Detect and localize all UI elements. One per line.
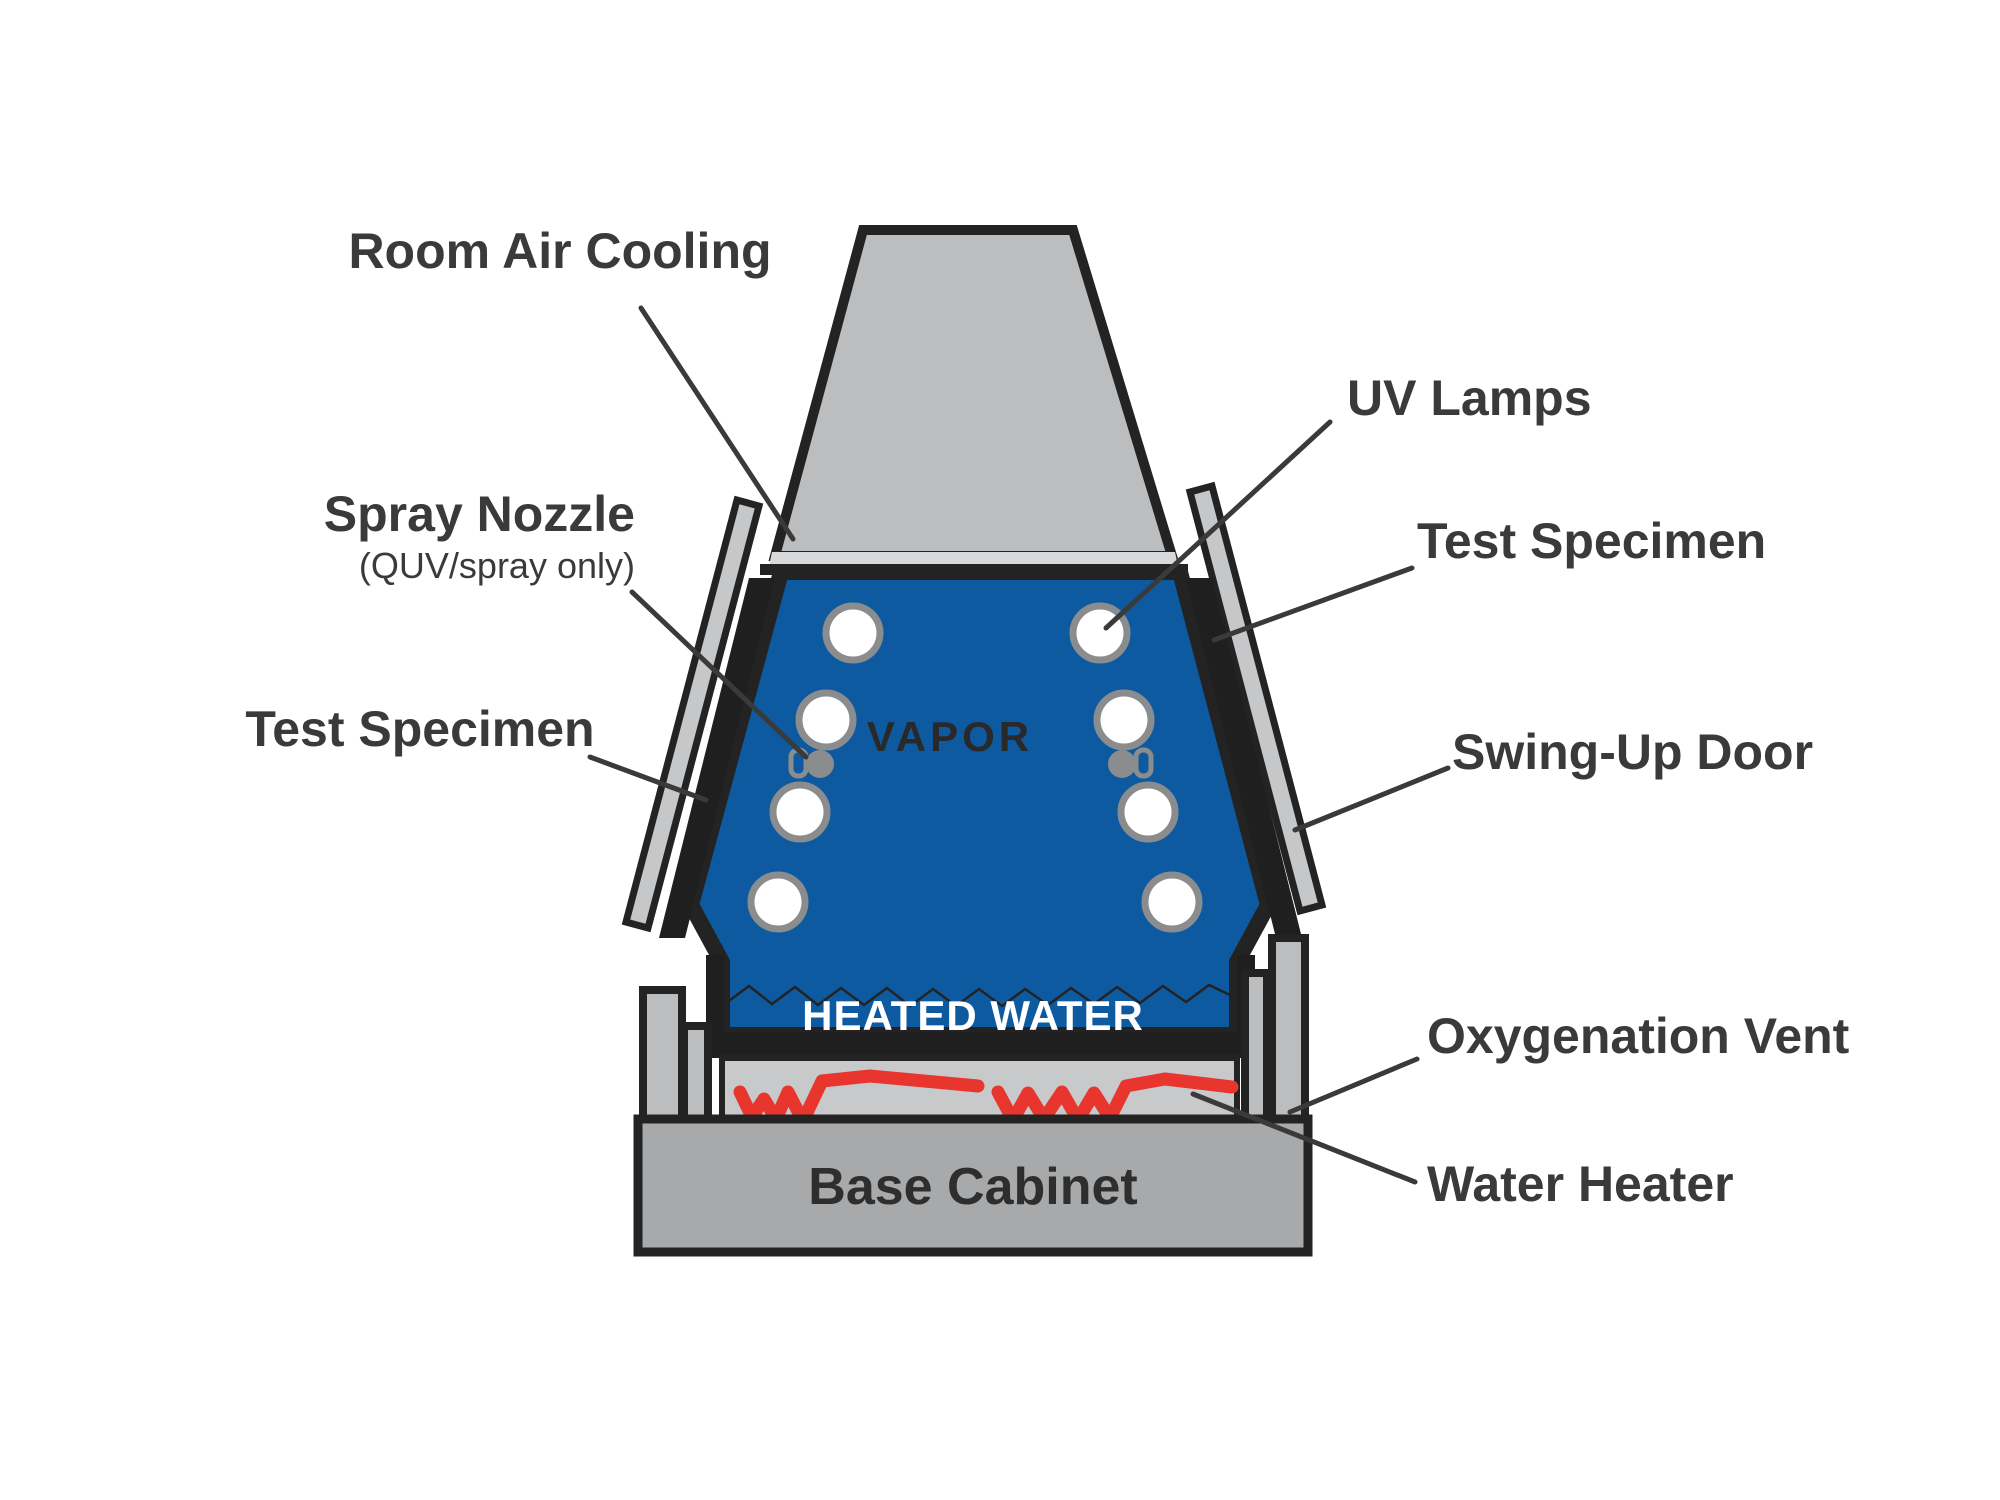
leader-uv-lamps bbox=[1103, 419, 1333, 631]
spray-nozzle-icon bbox=[1133, 747, 1154, 779]
uv-lamp bbox=[1093, 689, 1155, 751]
support-post-right-outer bbox=[1268, 934, 1309, 1124]
heater-coil-left bbox=[733, 1069, 985, 1128]
test-specimen-panel-right bbox=[1186, 578, 1302, 938]
leader-test-specimen-left bbox=[587, 754, 709, 803]
spray-nozzle-left bbox=[806, 750, 834, 778]
uv-lamp bbox=[822, 602, 884, 664]
leader-spray-nozzle bbox=[629, 589, 809, 760]
uv-lamp bbox=[795, 689, 857, 751]
label-oxygenation-vent: Oxygenation Vent bbox=[1427, 1008, 1850, 1064]
support-post-right-inner bbox=[1241, 969, 1271, 1124]
uv-lamp bbox=[1141, 871, 1203, 933]
vapor-label: VAPOR bbox=[867, 713, 1033, 760]
base-cabinet-label: Base Cabinet bbox=[808, 1158, 1137, 1216]
label-room-air-cooling: Room Air Cooling bbox=[348, 223, 771, 279]
uv-lamp bbox=[1117, 781, 1179, 843]
base-cabinet bbox=[633, 1114, 1313, 1257]
water-pan-bottom bbox=[704, 1032, 1255, 1058]
support-post-left-outer bbox=[639, 986, 686, 1124]
swing-up-door-right bbox=[1185, 481, 1327, 916]
spray-nozzle-right bbox=[1108, 750, 1136, 778]
water-surface-line bbox=[725, 983, 1233, 1008]
leader-swing-up-door bbox=[1292, 765, 1451, 833]
label-test-specimen-right: Test Specimen bbox=[1417, 513, 1766, 569]
test-specimen-panel-left bbox=[659, 578, 775, 938]
leader-oxygenation-vent bbox=[1287, 1056, 1420, 1115]
label-spray-nozzle: Spray Nozzle bbox=[324, 486, 635, 542]
swing-up-door-left bbox=[621, 495, 764, 933]
label-spray-nozzle-note: (QUV/spray only) bbox=[359, 545, 635, 586]
duct-bottom-highlight bbox=[769, 552, 1178, 566]
label-water-heater: Water Heater bbox=[1427, 1156, 1734, 1212]
uv-lamp-group bbox=[747, 602, 1203, 933]
leader-test-specimen-right bbox=[1211, 565, 1415, 643]
label-test-specimen-left: Test Specimen bbox=[245, 701, 594, 757]
leader-water-heater bbox=[1190, 1091, 1418, 1185]
uv-lamp bbox=[769, 781, 831, 843]
label-swing-up-door: Swing-Up Door bbox=[1452, 724, 1813, 780]
heated-water-label: HEATED WATER bbox=[802, 992, 1144, 1039]
leader-room-air-cooling bbox=[638, 305, 796, 542]
uv-lamp bbox=[747, 871, 809, 933]
support-post-left-inner bbox=[680, 1022, 712, 1124]
label-uv-lamps: UV Lamps bbox=[1347, 370, 1592, 426]
